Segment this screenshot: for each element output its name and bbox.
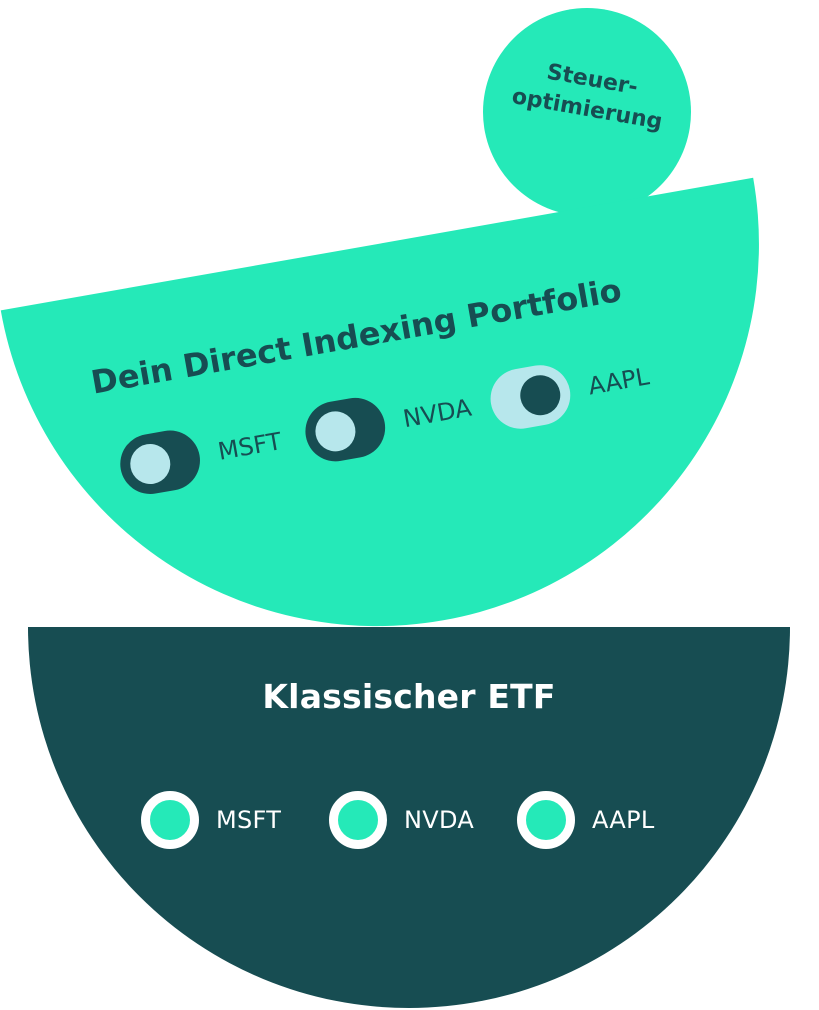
- etf-holding-msft: MSFT: [141, 791, 281, 849]
- holding-dot-icon: [329, 791, 387, 849]
- di-holding-aapl: AAPL: [485, 347, 654, 434]
- etf-holding-label: AAPL: [592, 806, 655, 834]
- holding-dot-icon: [141, 791, 199, 849]
- msft-toggle[interactable]: [115, 425, 205, 499]
- di-holding-nvda: NVDA: [300, 378, 477, 467]
- direct-indexing-bowl: [0, 177, 759, 627]
- holding-dot-icon: [517, 791, 575, 849]
- nvda-toggle[interactable]: [300, 393, 390, 467]
- toggle-knob: [312, 408, 359, 455]
- etf-holding-label: MSFT: [216, 806, 282, 834]
- di-holding-msft: MSFT: [115, 411, 287, 499]
- etf-holding-aapl: AAPL: [517, 791, 655, 849]
- etf-bowl: Klassischer ETF MSFT NVDA AAPL: [28, 627, 790, 1008]
- etf-holding-nvda: NVDA: [329, 791, 474, 849]
- toggle-knob: [517, 372, 564, 419]
- di-holding-label: MSFT: [215, 427, 284, 466]
- etf-holding-label: NVDA: [404, 806, 475, 834]
- toggle-knob: [127, 440, 174, 488]
- di-holding-label: NVDA: [400, 393, 474, 434]
- aapl-toggle[interactable]: [485, 360, 576, 434]
- etf-title: Klassischer ETF: [262, 677, 556, 716]
- di-holding-label: AAPL: [586, 362, 652, 401]
- tax-optimization-badge: Steuer- optimierung: [483, 8, 691, 216]
